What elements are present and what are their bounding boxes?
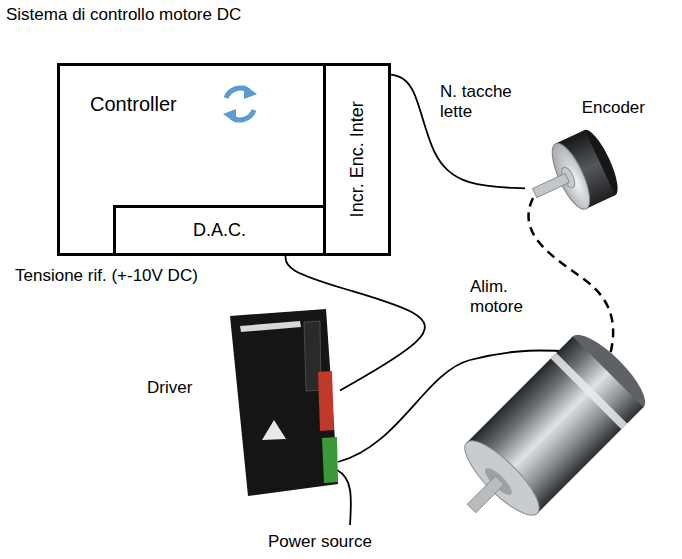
- wire-label: N. tacche lette: [440, 82, 530, 123]
- driver: Driver: [140, 305, 340, 495]
- dac-box: D.A.C.: [113, 205, 326, 256]
- node-label: Incr. Enc. Inter: [347, 101, 368, 217]
- node-label: Driver: [147, 378, 192, 398]
- signal-connector: [318, 371, 334, 431]
- driver-body: [230, 309, 338, 496]
- supply-label: Power source: [268, 532, 372, 552]
- motor-band: [551, 353, 627, 429]
- encoder: Encoder: [525, 96, 649, 210]
- motor-body: [467, 337, 644, 514]
- encoder-illustration: [519, 126, 624, 226]
- encoder-shaft: [533, 173, 570, 197]
- arrow-head: [223, 109, 236, 123]
- diagram-title: Sistema di controllo motore DC: [6, 5, 241, 25]
- signal-wire: [286, 256, 425, 391]
- node-label: D.A.C.: [193, 220, 246, 241]
- driver-logo: [240, 321, 301, 332]
- power-wire: [337, 470, 351, 525]
- encoder-interface-box: Incr. Enc. Inter: [323, 63, 391, 256]
- wire-label: Tensione rif. (+-10V DC): [15, 266, 198, 286]
- warning-sign: [262, 420, 286, 440]
- encoder-face: [545, 139, 597, 214]
- node-label: Controller: [90, 93, 177, 116]
- motor-shaft: [467, 476, 504, 513]
- node-label: Encoder: [582, 98, 645, 118]
- dc-motor: [436, 325, 654, 543]
- power-terminal: [322, 437, 338, 483]
- driver-module: [230, 309, 338, 496]
- motor-face: [455, 431, 548, 524]
- controller-box: D.A.C. Incr. Enc. Inter Controller: [57, 63, 391, 256]
- arrow-head: [244, 85, 257, 99]
- wire-label: Alim. motore: [470, 277, 550, 318]
- cycle-icon: [223, 85, 257, 123]
